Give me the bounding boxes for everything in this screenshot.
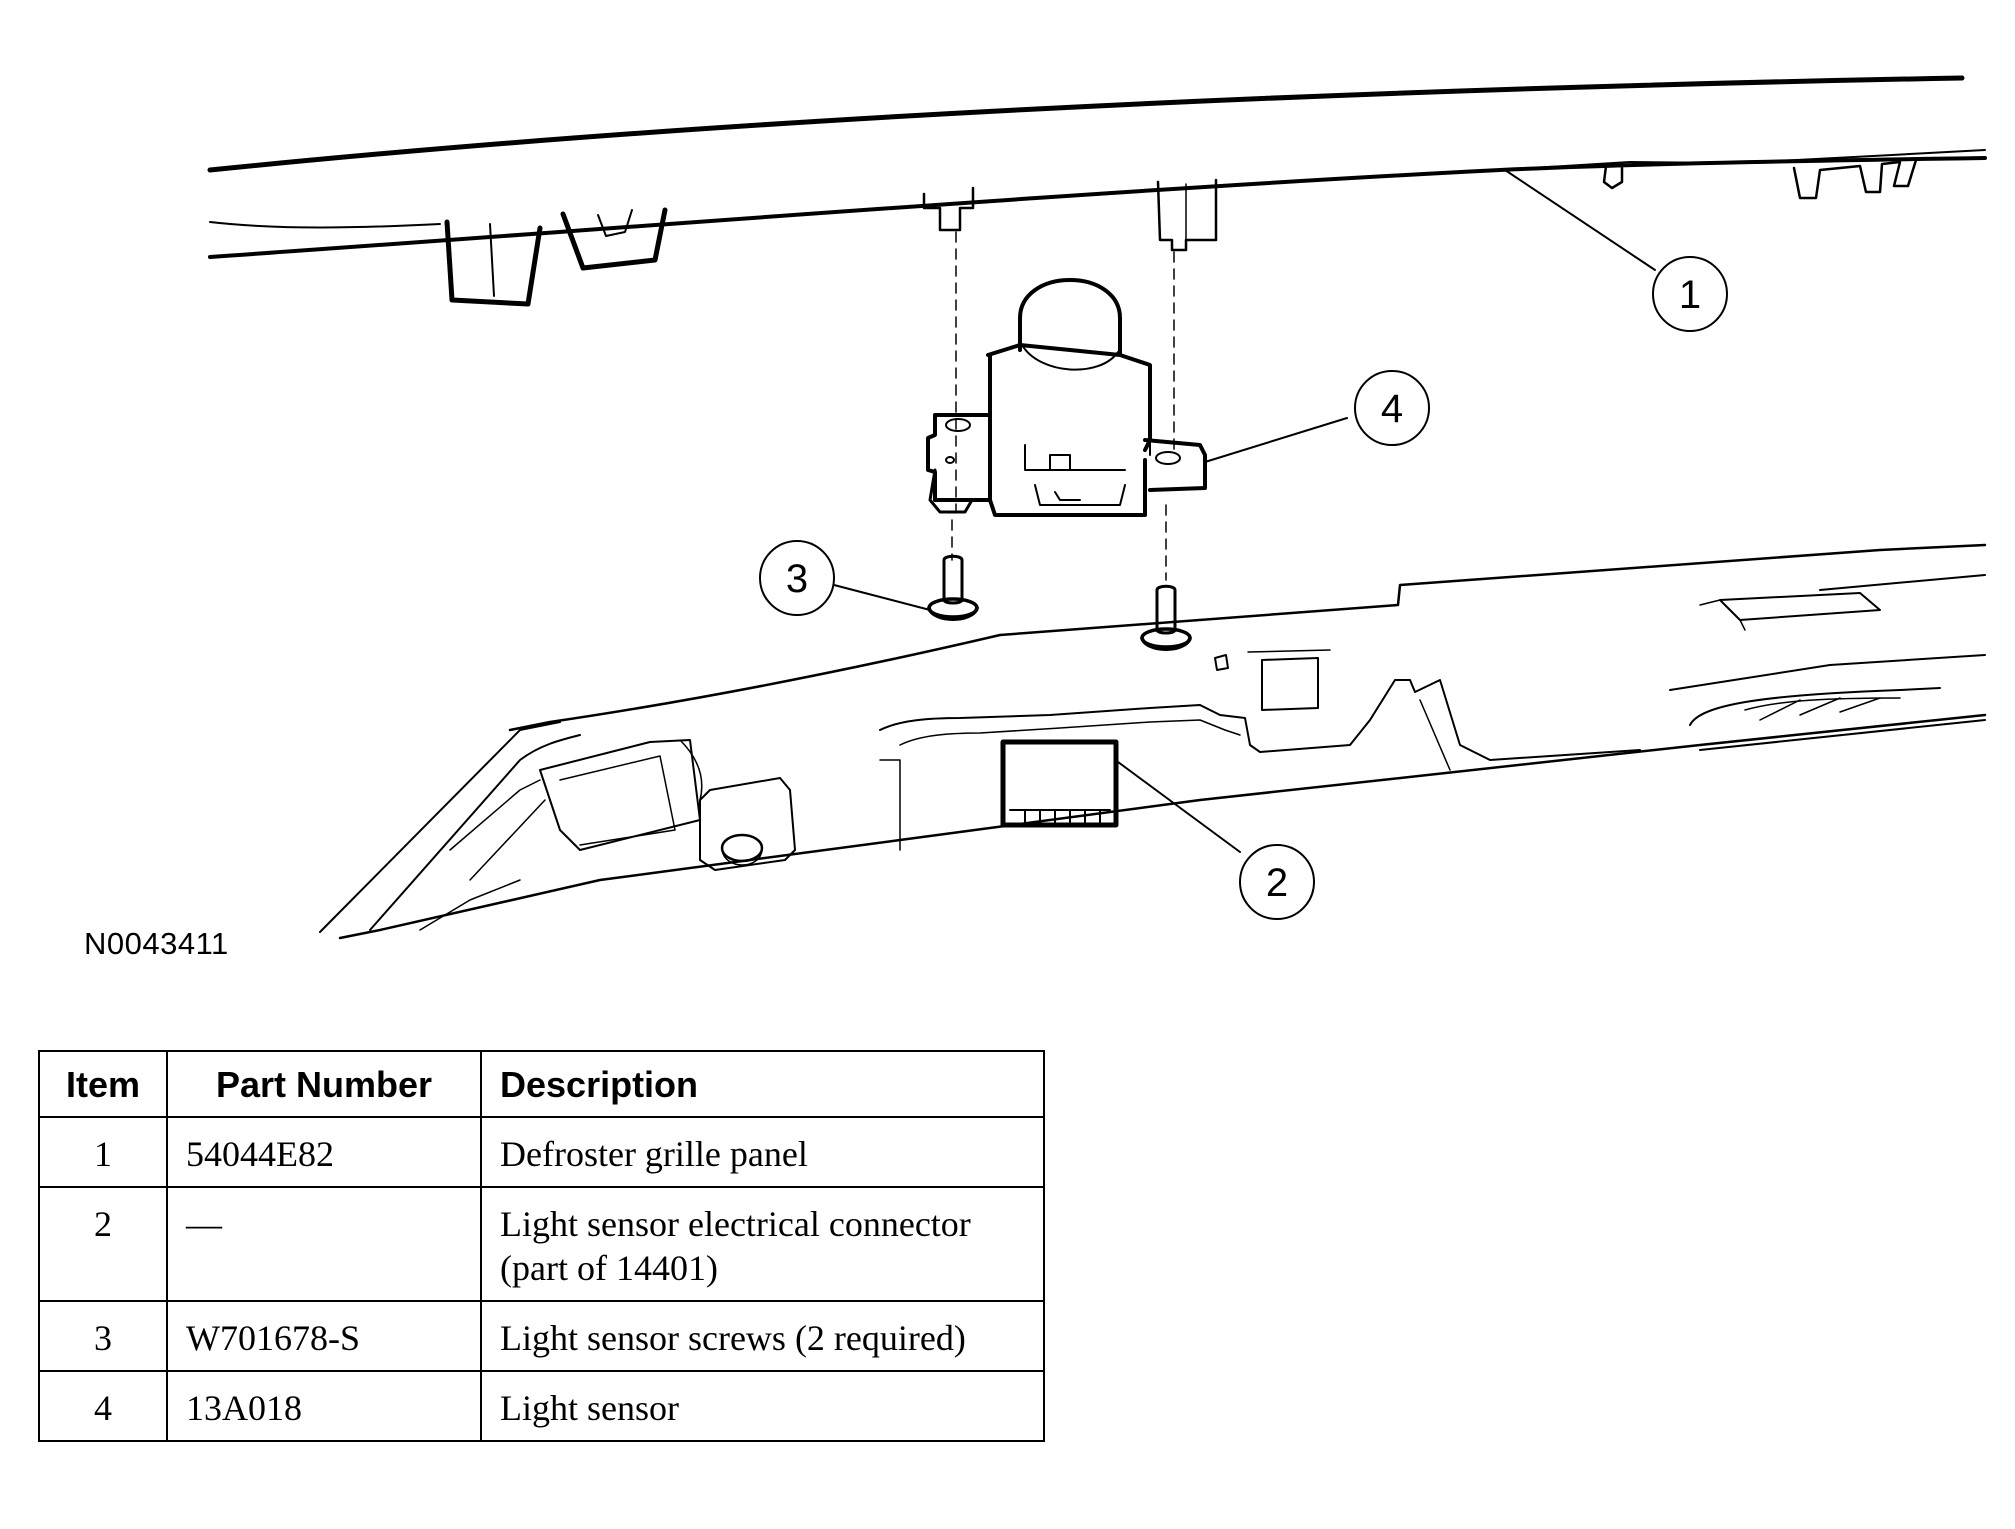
alignment-lines xyxy=(951,231,1175,581)
cell-part-number: — xyxy=(166,1186,482,1302)
exploded-view-diagram: 1 2 3 4 xyxy=(207,75,1987,940)
light-sensor xyxy=(926,278,1207,517)
defroster-grille-panel xyxy=(207,75,1987,307)
header-part-number: Part Number xyxy=(166,1050,482,1118)
leader-line-3 xyxy=(833,584,931,611)
cell-item: 3 xyxy=(38,1300,168,1372)
cell-item: 4 xyxy=(38,1370,168,1442)
parts-table: Item Part Number Description 1 54044E82 … xyxy=(38,1050,1045,1442)
cell-item: 2 xyxy=(38,1186,168,1302)
cell-description: Light sensor electrical connector (part … xyxy=(480,1186,1045,1302)
svg-text:1: 1 xyxy=(1679,273,1701,317)
svg-text:3: 3 xyxy=(786,557,808,601)
light-sensor-electrical-connector xyxy=(1000,739,1119,828)
table-row: 3 W701678-S Light sensor screws (2 requi… xyxy=(38,1300,1045,1372)
cell-description: Defroster grille panel xyxy=(480,1116,1045,1188)
table-row: 4 13A018 Light sensor xyxy=(38,1370,1045,1442)
cell-description: Light sensor screws (2 required) xyxy=(480,1300,1045,1372)
svg-text:4: 4 xyxy=(1381,387,1403,431)
svg-text:2: 2 xyxy=(1266,861,1288,905)
callout-4: 4 xyxy=(1354,370,1430,446)
cell-part-number: 13A018 xyxy=(166,1370,482,1442)
cell-part-number: W701678-S xyxy=(166,1300,482,1372)
header-description: Description xyxy=(480,1050,1045,1118)
cell-description: Light sensor xyxy=(480,1370,1045,1442)
leader-line-1 xyxy=(1504,169,1656,271)
leader-line-2 xyxy=(1117,761,1241,853)
cell-item: 1 xyxy=(38,1116,168,1188)
callout-3: 3 xyxy=(759,540,835,616)
light-sensor-screw-right xyxy=(1140,584,1192,651)
callout-2: 2 xyxy=(1239,844,1315,920)
figure-id-label: N0043411 xyxy=(84,926,229,961)
light-sensor-screw-left xyxy=(927,554,979,621)
cell-part-number: 54044E82 xyxy=(166,1116,482,1188)
callout-1: 1 xyxy=(1652,256,1728,332)
table-row: 1 54044E82 Defroster grille panel xyxy=(38,1116,1045,1188)
table-header-row: Item Part Number Description xyxy=(38,1050,1045,1118)
leader-line-4 xyxy=(1204,417,1348,463)
instrument-panel xyxy=(319,543,1987,940)
table-row: 2 — Light sensor electrical connector (p… xyxy=(38,1186,1045,1302)
header-item: Item xyxy=(38,1050,168,1118)
